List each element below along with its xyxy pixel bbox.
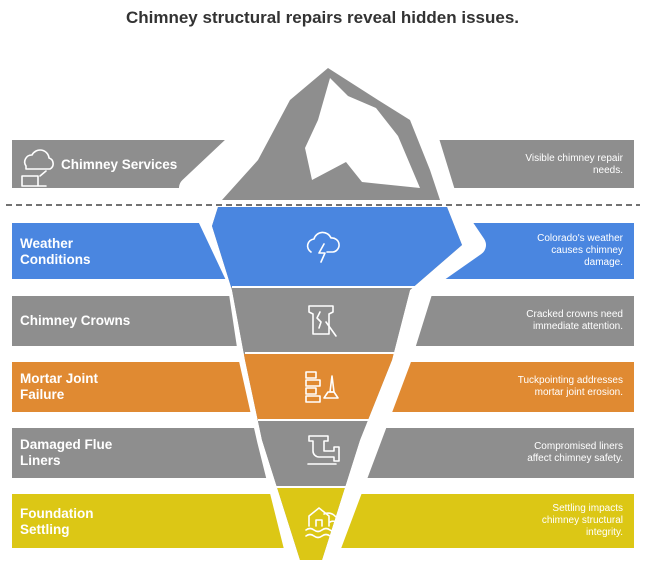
storm-cloud-icon — [306, 231, 340, 263]
layer-description-weather-conditions: Colorado's weather causes chimney damage… — [537, 233, 623, 268]
cracked-crown-icon — [308, 305, 337, 337]
layer-description-mortar-joint-failure: Tuckpointing addresses mortar joint eros… — [517, 375, 623, 398]
layer-label-foundation-settling: Foundation Settling — [20, 506, 94, 537]
layer-description-chimney-crowns: Cracked crowns need immediate attention. — [526, 309, 623, 332]
layer-label-chimney-services: Chimney Services — [61, 157, 178, 172]
layer-label-mortar-joint-failure: Mortar Joint Failure — [20, 371, 99, 402]
layer-label-damaged-flue-liners: Damaged Flue Liners — [20, 437, 113, 468]
layer-label-chimney-crowns: Chimney Crowns — [20, 313, 131, 328]
pipe-icon — [307, 435, 340, 465]
iceberg-snow — [305, 78, 420, 188]
bricks-trowel-icon — [305, 371, 339, 403]
diagram-title: Chimney structural repairs reveal hidden… — [125, 8, 520, 27]
wave-foundation-icon — [305, 507, 339, 539]
layer-description-damaged-flue-liners: Compromised liners affect chimney safety… — [527, 441, 623, 464]
layer-description-chimney-services: Visible chimney repair needs. — [525, 153, 623, 176]
layer-description-foundation-settling: Settling impacts chimney structural inte… — [541, 503, 623, 538]
cloud-house-icon — [21, 149, 54, 187]
layer-label-weather-conditions: Weather Conditions — [20, 236, 91, 267]
